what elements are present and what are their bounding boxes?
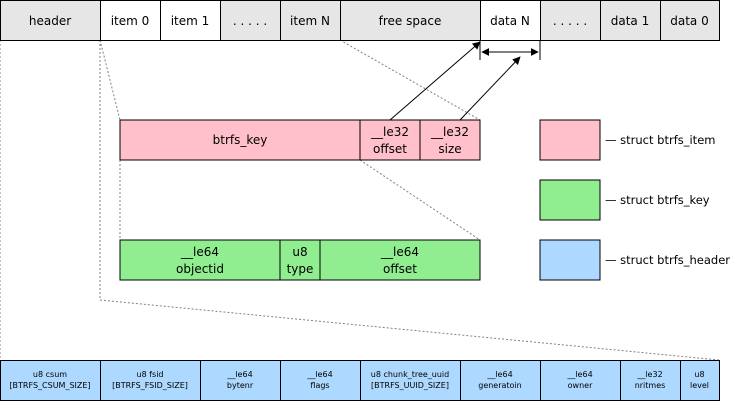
item-struct-size-field [419, 119, 481, 161]
legend: — struct btrfs_item — struct btrfs_key — s… [539, 119, 730, 281]
key-struct-offset-field [319, 239, 481, 281]
key-struct-offset-name: offset [383, 262, 417, 276]
legend-label: — struct btrfs_header [605, 253, 730, 267]
header-field-label: nritmes [635, 381, 666, 390]
header-struct-row: u8 csum [BTRFS_CSUM_SIZE] u8 fsid [BTRFS_FS… [0, 360, 720, 401]
key-struct-objectid-name: objectid [176, 262, 224, 276]
connector-key-to-key-struct-right [359, 159, 481, 241]
header-field-label: level [690, 381, 709, 390]
offset-pointer-arrow [389, 41, 481, 121]
item-struct-key-label: btrfs_key [213, 133, 268, 147]
item-struct-offset-field [359, 119, 421, 161]
item-struct: btrfs_key __le32 offset __le32 size [119, 119, 481, 161]
legend-swatch [539, 179, 601, 221]
key-struct-type-field [279, 239, 321, 281]
item-struct-offset-type: __le32 [370, 125, 409, 139]
legend-swatch [539, 239, 601, 281]
header-field-nritmes [620, 360, 681, 401]
header-field-level [680, 360, 720, 401]
connector-lines [0, 39, 720, 361]
header-field-label: [BTRFS_CSUM_SIZE] [9, 381, 90, 390]
leaf-cell-label: free space [379, 14, 442, 28]
header-field-btrfs-csum-size [0, 360, 101, 401]
leaf-cell-label: data 1 [611, 14, 649, 28]
header-field-bytenr [200, 360, 281, 401]
legend-label: — struct btrfs_key [605, 193, 710, 207]
header-field-label: [BTRFS_UUID_SIZE] [371, 381, 449, 390]
key-struct: __le64 objectid u8 type __le64 offset [119, 239, 481, 281]
header-field-generatoin [460, 360, 541, 401]
leaf-cell-label: header [29, 14, 71, 28]
header-field-btrfs-uuid-size [360, 360, 461, 401]
leaf-cell-0-header [0, 0, 101, 41]
header-field-label: flags [310, 381, 329, 390]
leaf-cell-7-ellipsis [540, 0, 601, 41]
key-struct-offset-type: __le64 [380, 245, 419, 259]
legend-label: — struct btrfs_item [605, 133, 715, 147]
header-field-label: u8 [694, 370, 704, 379]
key-struct-type-name: type [287, 262, 314, 276]
header-field-label: u8 csum [33, 370, 67, 379]
leaf-block-row: header item 0 item 1 . . . . . item N free sp… [0, 0, 720, 41]
header-field-label: __le32 [636, 370, 662, 379]
header-field-label: __le64 [486, 370, 512, 379]
item-struct-offset-name: offset [373, 142, 407, 156]
connector-header-to-header-struct-bottom [99, 299, 720, 361]
key-struct-type-type: u8 [292, 245, 307, 259]
header-field-label: __le64 [226, 370, 252, 379]
leaf-cell-9-data-0 [660, 0, 720, 41]
header-field-label: u8 chunk_tree_uuid [371, 370, 449, 379]
item-struct-size-type: __le32 [430, 125, 469, 139]
leaf-cell-label: item 0 [111, 14, 150, 28]
data-pointer-arrows [389, 40, 541, 121]
size-pointer-arrow [459, 56, 521, 121]
legend-swatch [539, 119, 601, 161]
leaf-cell-2-item-1 [160, 0, 221, 41]
connector-items-to-item-struct-left [99, 39, 121, 121]
header-field-label: __le64 [566, 370, 592, 379]
leaf-cell-label: data 0 [670, 14, 708, 28]
header-field-label: bytenr [227, 381, 254, 390]
connector-items-to-item-struct-right [339, 39, 481, 121]
leaf-cell-label: data N [490, 14, 530, 28]
leaf-cell-1-item-0 [100, 0, 161, 41]
header-field-btrfs-fsid-size [100, 360, 201, 401]
leaf-cell-label: item 1 [171, 14, 210, 28]
header-field-label: generatoin [478, 381, 522, 390]
header-field-label: owner [568, 381, 593, 390]
header-field-label: __le64 [306, 370, 332, 379]
leaf-cell-6-data-n [480, 0, 541, 41]
item-struct-size-name: size [438, 142, 461, 156]
leaf-cell-label: item N [290, 14, 330, 28]
leaf-cell-8-data-1 [600, 0, 661, 41]
key-struct-objectid-field [119, 239, 281, 281]
key-struct-objectid-type: __le64 [180, 245, 219, 259]
leaf-cell-label: . . . . . [553, 14, 587, 28]
header-field-label: [BTRFS_FSID_SIZE] [112, 381, 188, 390]
header-field-flags [280, 360, 361, 401]
header-field-owner [540, 360, 621, 401]
leaf-cell-label: . . . . . [233, 14, 267, 28]
header-field-label: u8 fsid [137, 370, 164, 379]
